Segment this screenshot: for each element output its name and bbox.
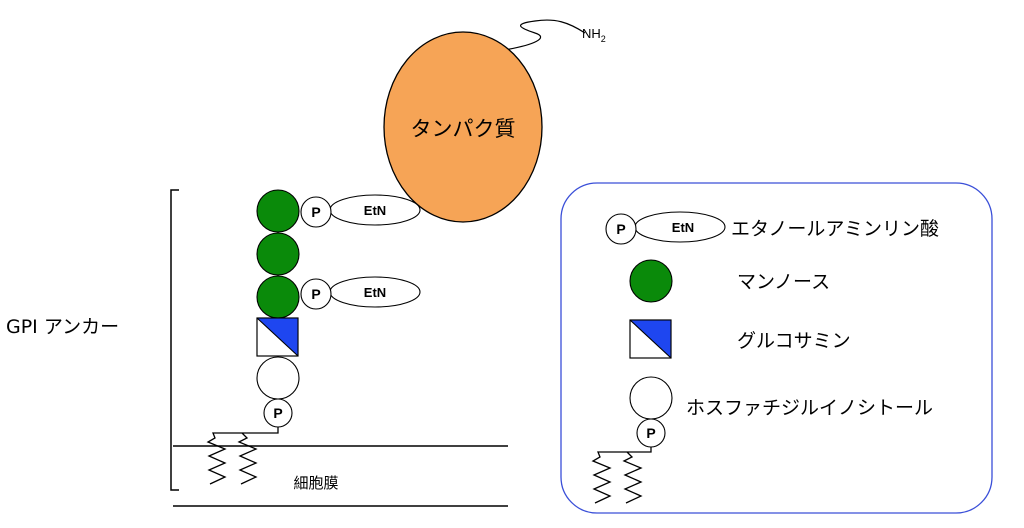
- gpi-bracket: [170, 189, 179, 491]
- legend-inositol-symbol: [629, 376, 673, 420]
- legend-item-phosphoethanolamine: エタノールアミンリン酸: [731, 218, 939, 240]
- phosphate-mid: [300, 278, 332, 310]
- legend-pi-phosphate-text: P: [646, 425, 655, 441]
- mannose-1: [256, 189, 300, 233]
- membrane-label: 細胞膜: [293, 474, 338, 492]
- phosphate-top: [300, 196, 332, 228]
- gpi-anchor-label: GPI アンカー: [6, 316, 119, 338]
- legend-ethanolamine-text: EtN: [672, 220, 694, 235]
- phosphate-top-label: P: [311, 204, 320, 220]
- legend-mannose-symbol: [629, 259, 673, 303]
- protein-ellipse: [383, 31, 543, 223]
- inositol: [256, 356, 300, 400]
- glucosamine: [256, 317, 299, 357]
- legend-lipid-tails: [591, 447, 652, 504]
- n-terminus-tail: [491, 19, 586, 53]
- phosphate-mid-label: P: [311, 286, 320, 302]
- lipid-tails: [206, 427, 279, 485]
- legend-phosphate-text: P: [616, 221, 625, 237]
- legend-box: [560, 182, 993, 514]
- legend-item-phosphatidylinositol: ホスファチジルイノシトール: [686, 397, 933, 419]
- mannose-3: [256, 275, 300, 319]
- legend-item-mannose: マンノース: [737, 271, 830, 293]
- legend: EtN P エタノールアミンリン酸 マンノース グルコサミン P ホスファチジル…: [560, 182, 993, 514]
- nh2-label: NH2: [582, 26, 606, 44]
- protein-label: タンパク質: [411, 117, 516, 141]
- mannose-2: [256, 232, 300, 276]
- phosphate-anchor-label: P: [273, 405, 282, 421]
- legend-glucosamine-symbol: [629, 319, 672, 359]
- legend-item-glucosamine: グルコサミン: [737, 330, 851, 352]
- legend-phosphate-symbol: [605, 213, 637, 245]
- ethanolamine-top-label: EtN: [364, 203, 386, 218]
- ethanolamine-mid-label: EtN: [364, 285, 386, 300]
